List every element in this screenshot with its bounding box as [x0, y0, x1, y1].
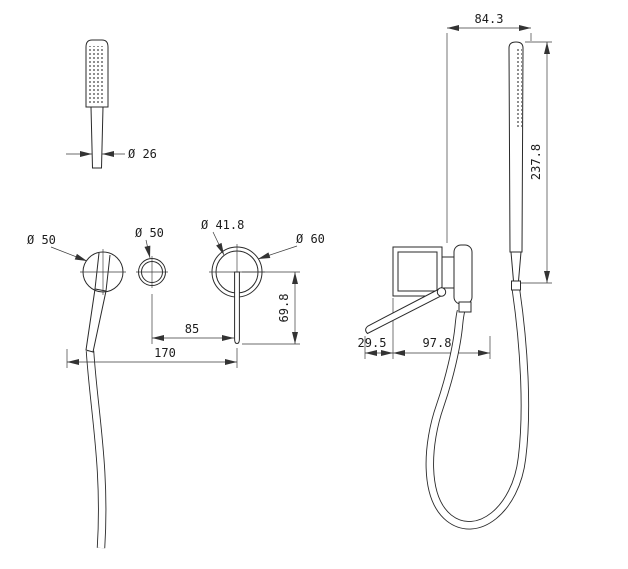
- dim-trim-outer-label: Ø 60: [296, 232, 325, 246]
- lever-pivot: [436, 287, 447, 297]
- dim-overall-spacing-label: 170: [154, 346, 176, 360]
- holder-ring-front: [80, 249, 126, 295]
- side-view: 84.3 237.8 29.5 97.8: [358, 12, 552, 530]
- leader-line: [50, 246, 88, 262]
- dim-holder-diameter-label: Ø 50: [27, 233, 56, 247]
- dim-handset-diameter-label: Ø 26: [128, 147, 157, 161]
- lever-side: [365, 287, 442, 335]
- dim-wall-offset-label: 29.5: [358, 336, 387, 350]
- knob-trim-front: [136, 256, 168, 288]
- wand-nut: [511, 280, 521, 291]
- valve-assembly-side: [365, 244, 473, 335]
- hose-front: [85, 350, 107, 549]
- outlet-cone-front: [85, 252, 111, 353]
- leader-line: [212, 231, 225, 256]
- mixer-trim-front: [209, 244, 265, 345]
- dim-top-offset-label: 84.3: [475, 12, 504, 26]
- hose-front-fill: [86, 350, 106, 549]
- hand-shower-front: [85, 39, 109, 169]
- spray-face-dots: [89, 46, 105, 103]
- hose-side-fill: [426, 289, 529, 529]
- wall-plate-inner: [397, 251, 438, 292]
- spray-face-dots-side: [515, 47, 522, 127]
- hose-connector: [458, 301, 472, 313]
- holder-bracket-side: [453, 244, 473, 305]
- dim-valve-spacing-label: 85: [185, 322, 199, 336]
- dim-lever-length-label: 69.8: [277, 294, 291, 323]
- side-dimensions: 84.3 237.8 29.5 97.8: [358, 12, 552, 359]
- hose-side: [425, 289, 530, 530]
- lever-front: [234, 271, 240, 345]
- front-dimensions: Ø 26 Ø 50 Ø 50 Ø 41.8 Ø 60 69.8 85: [27, 147, 325, 368]
- dim-knob-diameter-label: Ø 50: [135, 226, 164, 240]
- outlet-neck-left: [94, 252, 100, 290]
- outlet-cone: [85, 288, 107, 353]
- dim-handset-length-label: 237.8: [529, 144, 543, 180]
- leader-line: [144, 239, 151, 259]
- wall-plate-outer: [392, 246, 443, 297]
- hand-shower-side: [508, 41, 524, 291]
- shower-handle: [90, 106, 104, 169]
- wand-cone: [510, 251, 522, 282]
- outlet-neck-right: [105, 254, 111, 292]
- leader-line: [257, 245, 298, 260]
- dim-projection-label: 97.8: [423, 336, 452, 350]
- dim-trim-inner-label: Ø 41.8: [201, 218, 244, 232]
- front-view: Ø 26 Ø 50 Ø 50 Ø 41.8 Ø 60 69.8 85: [27, 39, 325, 549]
